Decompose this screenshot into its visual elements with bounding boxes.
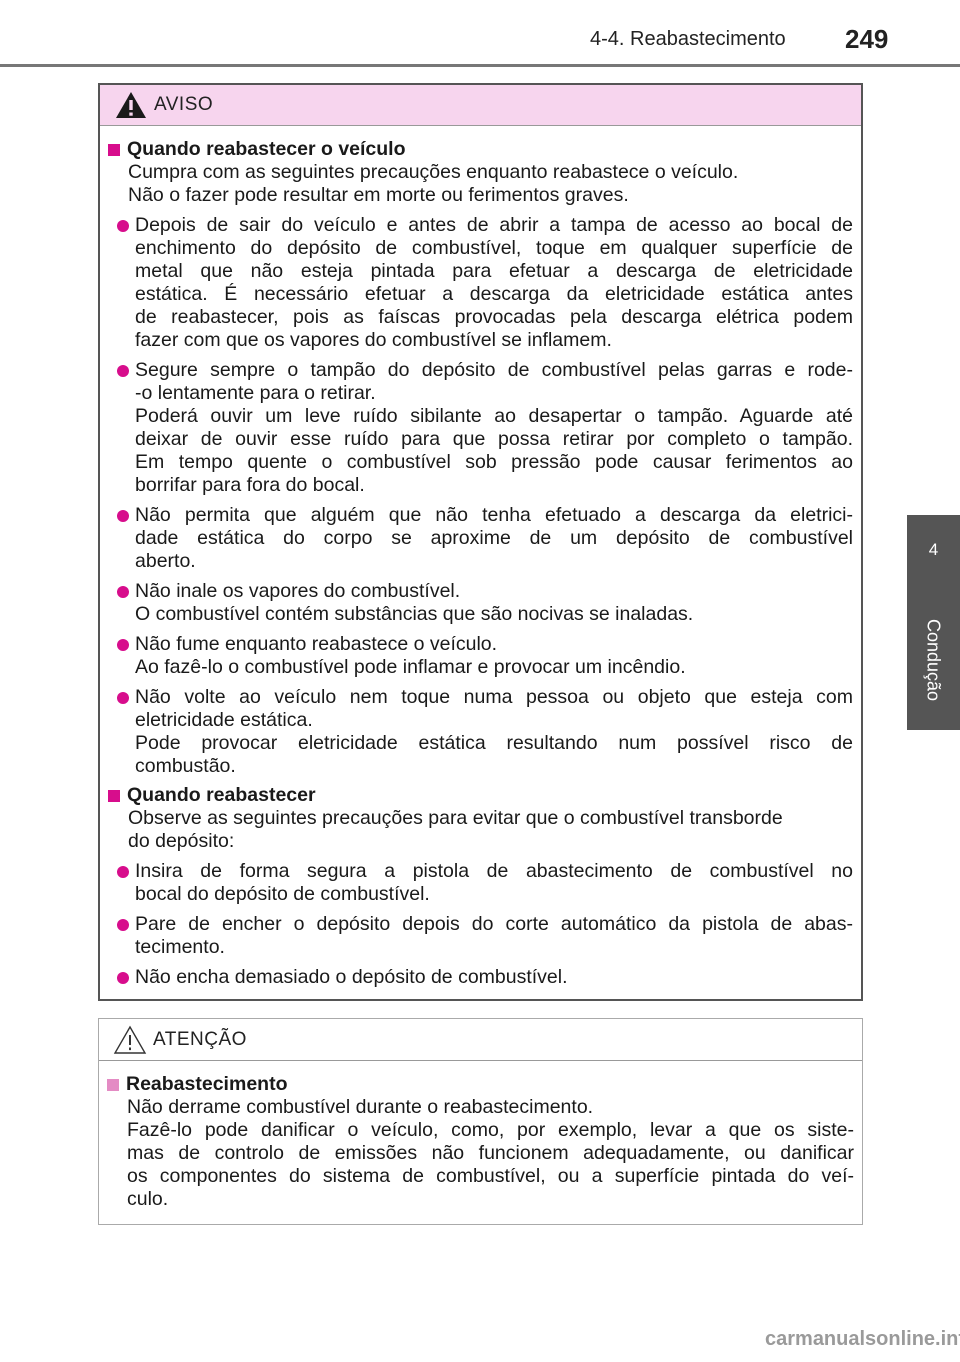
round-bullet-icon	[117, 586, 129, 598]
section-text: Não derrame combustível durante o reabas…	[127, 1096, 854, 1210]
list-item: Insira de forma segura a pistola de abas…	[108, 860, 853, 906]
round-bullet-icon	[117, 510, 129, 522]
square-bullet-icon	[107, 1079, 119, 1091]
caution-box-body: Reabastecimento Não derrame combustível …	[99, 1061, 862, 1211]
round-bullet-icon	[117, 919, 129, 931]
caution-box-header: ATENÇÃO	[99, 1019, 862, 1061]
section-intro: Observe as seguintes precauções para evi…	[128, 807, 783, 852]
list-item: Não permita que alguém que não tenha efe…	[108, 504, 853, 573]
list-item: Não encha demasiado o depósito de combus…	[108, 966, 853, 989]
chapter-tab[interactable]	[907, 515, 960, 597]
list-item: Segure sempre o tampão do depósito de co…	[108, 359, 853, 497]
caution-box: ATENÇÃO Reabastecimento Não derrame comb…	[98, 1018, 863, 1225]
square-bullet-icon	[108, 144, 120, 156]
round-bullet-icon	[117, 220, 129, 232]
list-item: Pare de encher o depósito depois do cort…	[108, 913, 853, 959]
section-intro: Cumpra com as seguintes precauções enqua…	[128, 161, 739, 206]
round-bullet-icon	[117, 866, 129, 878]
warning-box: AVISO Quando reabastecer o veículo Cumpr…	[98, 83, 863, 1001]
caution-triangle-icon	[113, 1025, 147, 1054]
round-bullet-icon	[117, 639, 129, 651]
header-divider	[0, 64, 960, 67]
chapter-tab-number: 4	[928, 540, 939, 559]
list-item: Não volte ao veículo nem toque numa pess…	[108, 686, 853, 778]
page-number: 249	[845, 24, 889, 54]
section-title: Quando reabastecer o veículo	[108, 138, 853, 161]
round-bullet-icon	[117, 972, 129, 984]
square-bullet-icon	[108, 790, 120, 802]
page-section-title: 4-4. Reabastecimento	[590, 28, 786, 50]
warning-box-title: AVISO	[154, 94, 214, 115]
section-title: Reabastecimento	[107, 1073, 854, 1096]
list-item: Não fume enquanto reabastece o veículo. …	[108, 633, 853, 679]
chapter-tab-label: Condução	[923, 618, 944, 702]
chapter-tab-label-bg[interactable]	[907, 597, 960, 730]
section-title: Quando reabastecer	[108, 784, 853, 807]
warning-box-body: Quando reabastecer o veículo Cumpra com …	[100, 126, 861, 989]
warning-box-header: AVISO	[100, 85, 861, 126]
round-bullet-icon	[117, 692, 129, 704]
warning-triangle-icon	[116, 92, 146, 118]
watermark: carmanualsonline.info	[765, 1328, 960, 1350]
round-bullet-icon	[117, 365, 129, 377]
list-item: Depois de sair do veículo e antes de abr…	[108, 214, 853, 352]
list-item: Não inale os vapores do combustível. O c…	[108, 580, 853, 626]
caution-box-title: ATENÇÃO	[153, 1028, 247, 1050]
